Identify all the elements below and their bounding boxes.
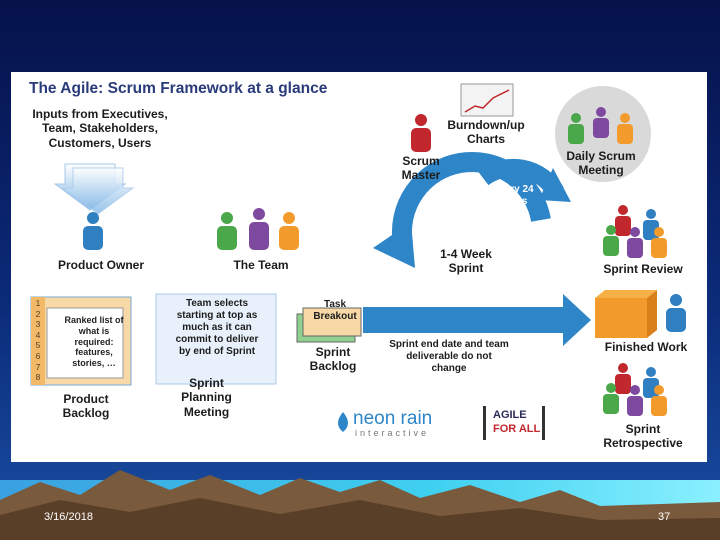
backlog-number: 1 — [35, 298, 41, 308]
product-backlog-label: Product Backlog — [62, 392, 110, 421]
backlog-number: 6 — [35, 350, 41, 361]
slide-date: 3/16/2018 — [44, 511, 93, 523]
sprint-retrospective-label: Sprint Retrospective — [603, 422, 683, 451]
scrum-master-icon — [411, 114, 431, 152]
daily-scrum-label: Daily Scrum Meeting — [566, 149, 636, 178]
sprint-review-icon — [603, 205, 667, 258]
finished-work-box — [595, 290, 686, 338]
sprint-length-label: 1-4 Week Sprint — [440, 247, 492, 276]
main-flow-arrow — [363, 294, 591, 346]
diagram-graphics — [30, 83, 686, 432]
scrum-diagram: 1 2 3 4 5 6 7 8 The Agile: Scrum Framewo… — [11, 72, 707, 462]
daily-scrum-icon — [555, 86, 651, 182]
agile-for-all-logo: AGILE FOR ALL — [483, 406, 545, 440]
backlog-number: 7 — [35, 361, 41, 372]
burndown-chart-icon — [460, 83, 514, 117]
agile-logo-text: AGILE — [493, 409, 527, 421]
sprint-cycle-arrow — [373, 151, 571, 268]
sprint-planning-label: Sprint Planning Meeting — [181, 376, 232, 419]
inputs-arrow-icon — [53, 163, 135, 215]
team-selects-text: Team selects starting at top as much as … — [175, 298, 259, 357]
for-all-logo-text: FOR ALL — [493, 423, 541, 435]
sprint-end-label: Sprint end date and team deliverable do … — [389, 339, 509, 374]
task-breakout-label: Task Breakout — [313, 299, 357, 322]
neon-rain-logo-icon — [338, 412, 348, 432]
diagram-title: The Agile: Scrum Framework at a glance — [29, 80, 328, 97]
product-owner-label: Product Owner — [57, 258, 144, 272]
sprint-backlog-stack — [296, 307, 362, 343]
backlog-number: 5 — [35, 340, 41, 351]
mountains-background — [0, 470, 720, 540]
sprint-review-label: Sprint Review — [603, 262, 683, 276]
backlog-number: 8 — [35, 372, 41, 383]
neon-rain-logo-subtext: interactive — [355, 428, 430, 438]
inputs-label: Inputs from Executives, Team, Stakeholde… — [32, 107, 168, 150]
backlog-number: 4 — [35, 329, 41, 340]
backlog-numbers: 1 2 3 4 5 6 7 8 — [32, 298, 44, 383]
team-icon — [217, 208, 299, 250]
product-backlog-list — [30, 296, 132, 386]
backlog-number: 2 — [35, 308, 41, 319]
neon-rain-logo-text: neon rain — [353, 408, 433, 429]
backlog-number: 3 — [35, 319, 41, 330]
finished-work-label: Finished Work — [604, 340, 688, 354]
burndown-label: Burndown/up Charts — [447, 118, 525, 147]
the-team-label: The Team — [233, 258, 289, 272]
every-24-hours-label: Every 24 Hours — [492, 184, 534, 207]
slide-page-number: 37 — [658, 511, 671, 523]
sprint-retrospective-icon — [603, 363, 667, 416]
scrum-master-label: Scrum Master — [401, 154, 441, 183]
ranked-list-text: Ranked list of what is required: feature… — [64, 315, 124, 369]
sprint-backlog-label: Sprint Backlog — [309, 345, 357, 374]
product-owner-icon — [83, 212, 103, 250]
team-selects-callout — [155, 293, 277, 385]
